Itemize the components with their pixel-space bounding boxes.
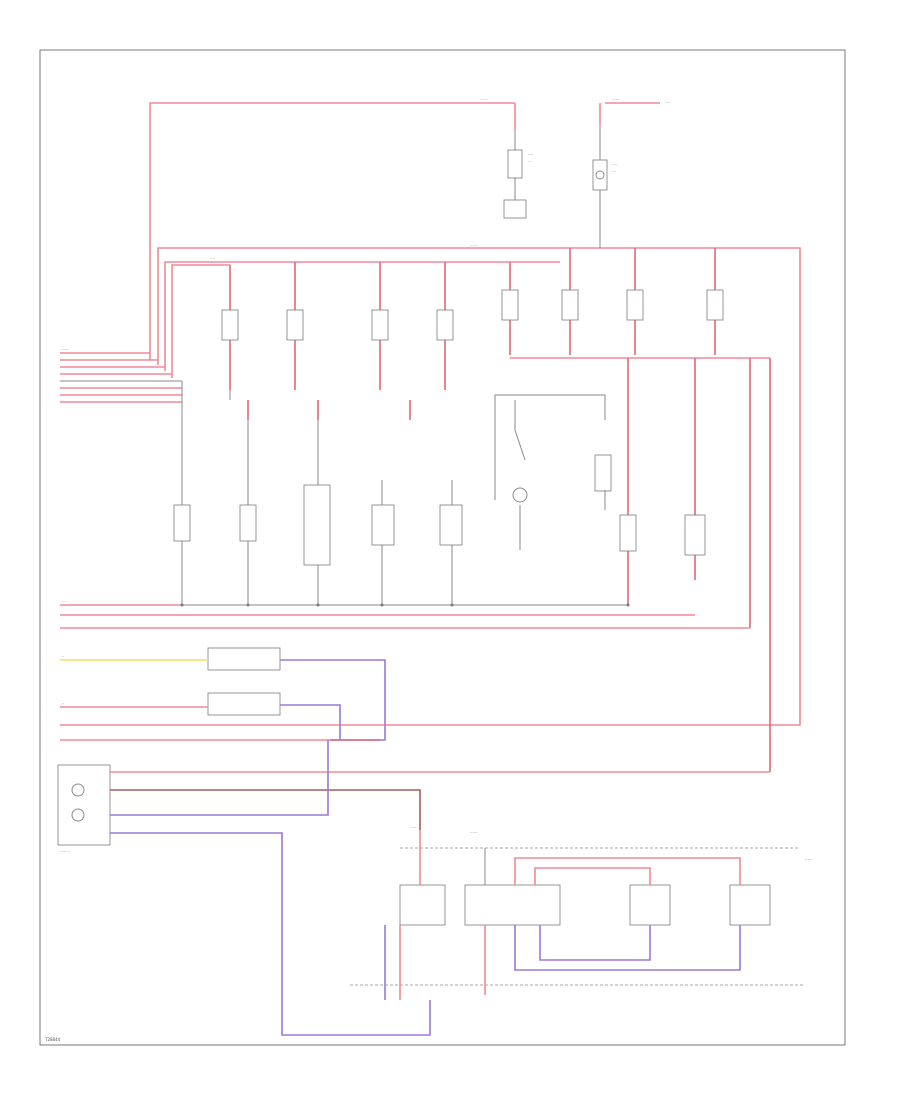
- page-ref: T28844: [44, 1037, 61, 1042]
- svg-text:........: ........: [60, 848, 70, 853]
- svg-text:......: ......: [612, 96, 620, 101]
- svg-text:...: ...: [62, 598, 66, 603]
- right-vertical-feeds: [619, 358, 771, 772]
- svg-text:......: ......: [410, 824, 418, 829]
- switch-row-top: [221, 248, 770, 400]
- svg-text:....: ....: [210, 255, 215, 260]
- wire-labels: ...... ...... .... ..... ... .. .. .....…: [60, 96, 813, 861]
- svg-text:....: ....: [612, 161, 617, 166]
- svg-text:.....: .....: [62, 346, 68, 351]
- switch-modules: [60, 647, 386, 741]
- instrument-cluster: [57, 740, 770, 1036]
- svg-text:......: ......: [805, 856, 813, 861]
- svg-text:......: ......: [470, 829, 478, 834]
- svg-text:....: ....: [528, 151, 533, 156]
- svg-text:....: ....: [665, 99, 670, 104]
- svg-text:......: ......: [470, 242, 478, 247]
- svg-text:..: ..: [62, 653, 65, 658]
- diagram-frame: [39, 49, 846, 1046]
- bus-lines: [60, 603, 750, 629]
- left-connector-wires: [60, 352, 182, 403]
- svg-text:......: ......: [480, 96, 488, 101]
- svg-text:..: ..: [62, 700, 65, 705]
- upper-right-switches: .... ... .... ... .... ......: [470, 99, 670, 248]
- switch-row-middle: [173, 381, 612, 605]
- svg-text:...: ...: [528, 158, 532, 163]
- lower-module-group: [350, 830, 805, 1000]
- top-feed-wires: [60, 102, 801, 726]
- svg-text:...: ...: [612, 168, 616, 173]
